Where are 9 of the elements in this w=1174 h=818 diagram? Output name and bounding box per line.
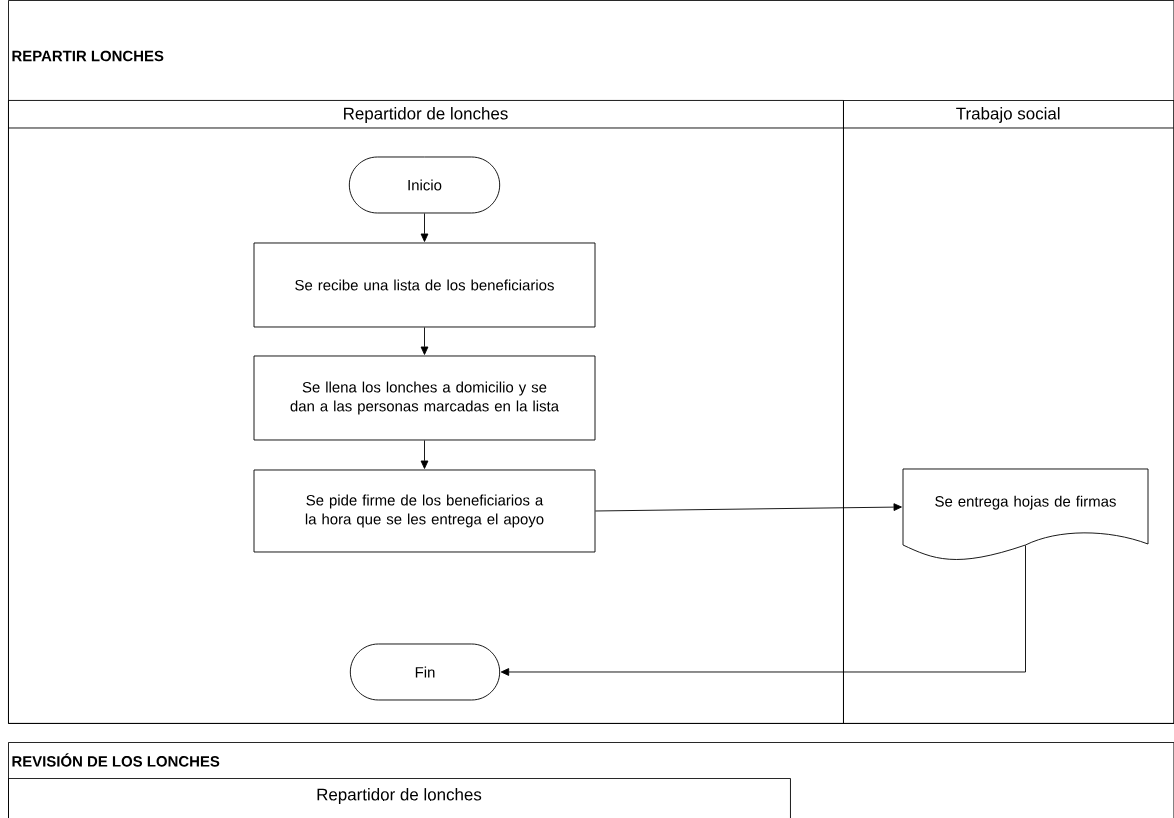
arrow (420, 213, 429, 242)
swimlane: Repartidor de lonches (8, 778, 791, 818)
process-box: Se pide firme de los beneficiarios a la hora que se les entrega el apoyo (253, 469, 596, 553)
arrow (420, 440, 429, 469)
arrow (420, 327, 429, 355)
arrow (595, 503, 902, 512)
process-box: Se recibe una lista de los beneficiarios (253, 242, 596, 328)
process-box: Se llena los lonches a domicilio y se dan a las personas marcadas en la lista (253, 355, 596, 441)
arrow (500, 545, 1026, 676)
